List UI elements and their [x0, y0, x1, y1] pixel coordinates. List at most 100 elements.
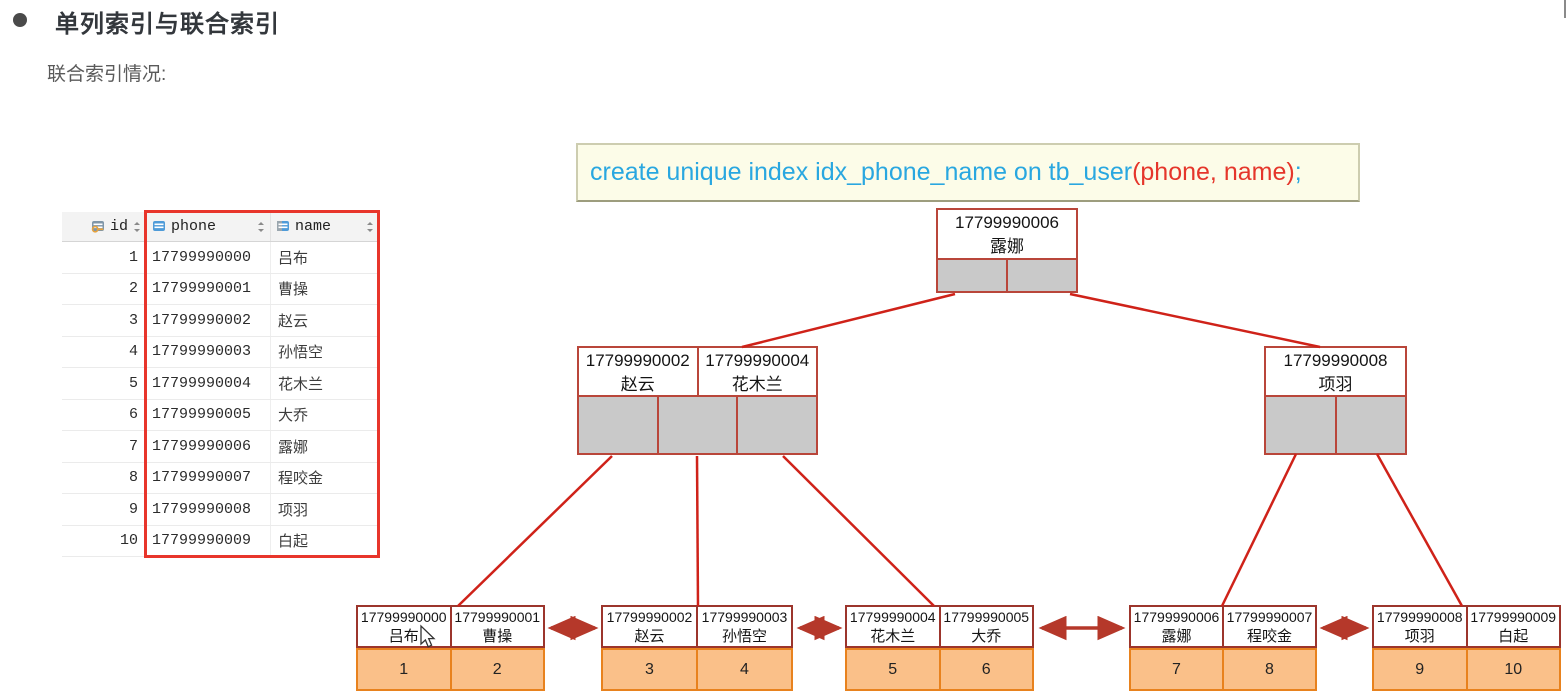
entry-name: 赵云 [634, 628, 665, 645]
entry-name: 项羽 [1404, 628, 1435, 645]
pointer-cell [736, 397, 817, 453]
sort-toggle-icon [367, 221, 373, 232]
edge-root-to-left [741, 292, 956, 349]
pointer-cell [938, 260, 1006, 291]
entry-name: 孙悟空 [721, 628, 767, 645]
cell-id: 5 [128, 374, 138, 392]
table-column-icon [277, 221, 289, 231]
sort-toggle-icon [134, 221, 140, 232]
leaf-entry: 17799990001 曹操 [449, 607, 544, 646]
cell-id: 1 [128, 248, 138, 266]
row-id-cell: 4 [696, 650, 791, 689]
cell-name: 花木兰 [270, 368, 379, 399]
entry-phone: 17799990009 [1470, 609, 1557, 625]
cell-name: 白起 [270, 525, 379, 556]
cell-id: 2 [128, 280, 138, 298]
cell-id: 6 [128, 406, 138, 424]
leaf-entry: 17799990000 吕布 [358, 607, 450, 646]
column-header-name: name [270, 212, 379, 241]
btree-key: 17799990006 露娜 [938, 210, 1076, 258]
entry-phone: 17799990002 [606, 609, 693, 625]
btree-internal-node-right: 17799990008 项羽 [1264, 346, 1407, 455]
cell-id: 7 [128, 437, 138, 455]
entry-name: 白起 [1498, 628, 1529, 645]
key-column-icon [91, 221, 104, 233]
entry-name: 程咬金 [1246, 628, 1292, 645]
sort-toggle-icon [258, 221, 264, 232]
bullet-icon [13, 13, 27, 27]
entry-name: 花木兰 [870, 628, 916, 645]
key-name: 露娜 [990, 237, 1024, 256]
entry-phone: 17799990001 [454, 609, 541, 625]
edge-root-to-right [1069, 292, 1321, 349]
cell-name: 吕布 [270, 242, 379, 273]
row-id-cell: 5 [888, 660, 898, 678]
entry-phone: 17799990005 [943, 609, 1030, 625]
sql-statement-box: create unique index idx_phone_name on tb… [576, 143, 1360, 202]
cell-id: 3 [128, 311, 138, 329]
pointer-cell [579, 397, 657, 453]
sql-text-semicolon: ; [1294, 158, 1302, 186]
btree-key: 17799990004 花木兰 [696, 348, 817, 395]
key-phone: 17799990002 [585, 350, 690, 370]
cell-name: 曹操 [270, 273, 379, 304]
cell-id: 8 [128, 469, 138, 487]
btree-key: 17799990002 赵云 [579, 348, 697, 395]
key-name: 赵云 [620, 374, 655, 394]
btree-leaf-node-1: 17799990000 吕布 17799990001 曹操 1 2 [356, 605, 545, 691]
column-label-id: id [109, 218, 128, 235]
cell-name: 程咬金 [270, 462, 379, 493]
sql-text-blue: create unique index idx_phone_name on tb… [590, 158, 1133, 186]
pointer-cell [1334, 397, 1405, 453]
key-phone: 17799990008 [1283, 350, 1388, 370]
key-name: 项羽 [1318, 374, 1353, 394]
entry-name: 吕布 [388, 628, 419, 645]
entry-name: 曹操 [482, 628, 513, 645]
pointer-cell [656, 397, 737, 453]
edge-left-to-leaf1 [457, 455, 613, 607]
entry-phone: 17799990000 [360, 609, 447, 625]
cell-name: 赵云 [270, 305, 379, 336]
leaf-entry: 17799990009 白起 [1465, 607, 1560, 646]
leaf-entry: 17799990003 孙悟空 [696, 607, 791, 646]
btree-key: 17799990008 项羽 [1266, 348, 1405, 395]
row-id-cell: 3 [645, 660, 654, 678]
key-phone: 17799990006 [954, 213, 1059, 232]
leaf-entry: 17799990007 程咬金 [1222, 607, 1315, 646]
leaf-entry: 17799990002 赵云 [603, 607, 696, 646]
cell-name: 孙悟空 [270, 336, 379, 367]
row-id-cell: 2 [449, 650, 544, 689]
cell-id: 10 [119, 532, 138, 550]
btree-internal-node-left: 17799990002 赵云 17799990004 花木兰 [577, 346, 818, 455]
entry-phone: 17799990003 [701, 609, 788, 625]
cell-id: 9 [128, 500, 138, 518]
btree-leaf-node-2: 17799990002 赵云 17799990003 孙悟空 3 4 [601, 605, 793, 691]
result-table: id phone [62, 212, 379, 557]
entry-phone: 17799990006 [1133, 609, 1220, 625]
edge-left-to-leaf3 [782, 455, 935, 607]
btree-root-node: 17799990006 露娜 [936, 208, 1078, 293]
row-id-cell: 9 [1415, 660, 1425, 678]
row-id-cell: 1 [399, 660, 409, 678]
column-label-phone: phone [171, 218, 217, 235]
table-column-icon [153, 221, 165, 231]
entry-phone: 17799990007 [1226, 609, 1313, 625]
key-name: 花木兰 [731, 374, 783, 394]
cell-name: 大乔 [270, 399, 379, 430]
page-title: 单列索引与联合索引 [55, 11, 280, 38]
edge-right-to-leaf5 [1375, 453, 1464, 607]
cell-name: 项羽 [270, 494, 379, 525]
